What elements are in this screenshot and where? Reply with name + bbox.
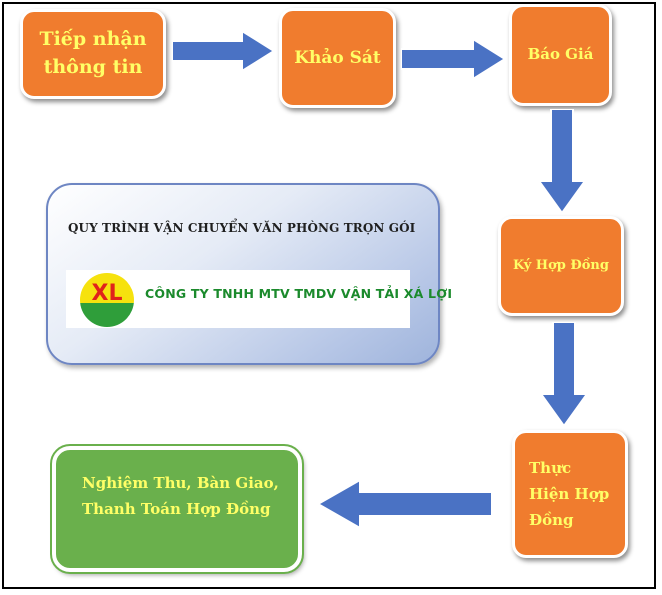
step-execute-line3: Đồng	[529, 511, 574, 530]
diagram-frame	[2, 2, 656, 589]
step-execute-line2: Hiện Hợp	[529, 484, 610, 503]
step-acceptance-line2: Thanh Toán Hợp Đồng	[82, 500, 271, 519]
step-receive-info-line2: thông tin	[43, 56, 143, 78]
arrow-left-1	[316, 478, 493, 530]
logo-top-half	[80, 273, 134, 303]
step-execute-line1: Thực	[529, 458, 572, 477]
arrow-right-1	[172, 30, 276, 72]
step-survey: Khảo Sát	[279, 8, 396, 108]
step-execute-contract: Thực Hiện Hợp Đồng	[512, 430, 628, 558]
step-receive-info: Tiếp nhận thông tin	[20, 9, 166, 99]
panel-title: QUY TRÌNH VẬN CHUYỂN VĂN PHÒNG TRỌN GÓI	[68, 221, 416, 235]
step-sign-contract: Ký Hợp Đồng	[498, 216, 624, 316]
arrow-down-1	[537, 109, 587, 215]
step-quote-label: Báo Giá	[527, 45, 594, 64]
step-acceptance-line1: Nghiệm Thu, Bàn Giao,	[82, 474, 279, 492]
company-name: CÔNG TY TNHH MTV TMDV VẬN TẢI XÁ LỢI	[145, 286, 453, 301]
step-survey-label: Khảo Sát	[294, 47, 381, 68]
step-quote: Báo Giá	[509, 4, 612, 106]
step-sign-contract-label: Ký Hợp Đồng	[513, 257, 609, 273]
logo-text: XL	[91, 281, 123, 306]
company-logo-icon: XL	[80, 273, 134, 327]
arrow-down-2	[539, 322, 589, 428]
logo-bottom-half	[80, 303, 134, 327]
step-acceptance-payment: Nghiệm Thu, Bàn Giao, Thanh Toán Hợp Đồn…	[50, 444, 304, 574]
step-receive-info-line1: Tiếp nhận	[39, 28, 147, 51]
arrow-right-2	[401, 38, 507, 80]
